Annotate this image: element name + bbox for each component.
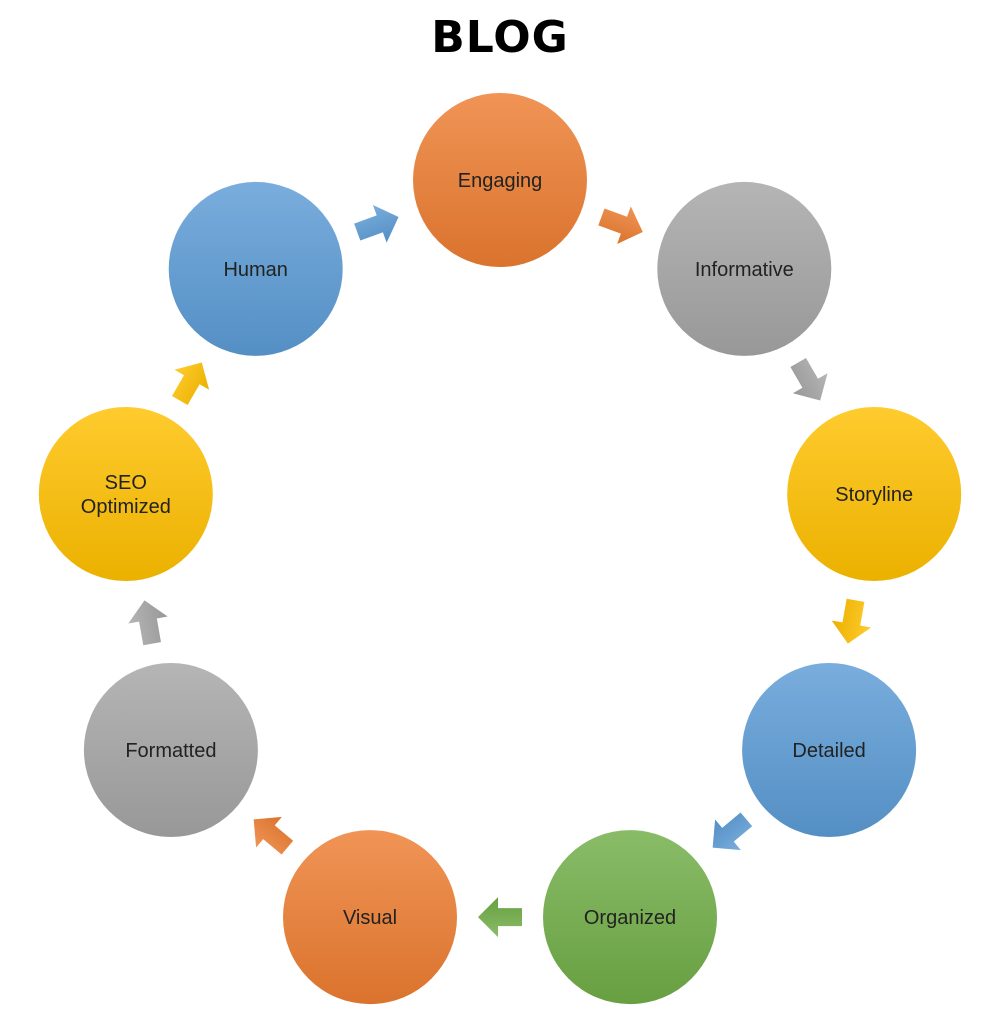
node-label: Visual (343, 907, 397, 929)
node-circle (787, 407, 962, 581)
node-circle (83, 663, 258, 837)
node-detailed: Detailed (742, 663, 917, 837)
arrow-informative-to-storyline (790, 357, 828, 401)
arrow-organized-to-visual (478, 897, 522, 938)
node-label: Human (223, 259, 287, 281)
node-human: Human (168, 181, 343, 356)
node-formatted: Formatted (83, 663, 258, 837)
arrow-visual-to-formatted (253, 816, 294, 855)
node-organized: Organized (543, 830, 717, 1005)
arrow-engaging-to-informative (598, 206, 643, 244)
diagram-title: BLOG (431, 12, 569, 63)
arrow-formatted-to-seo-optimized (128, 600, 168, 646)
node-label: Formatted (125, 740, 216, 762)
node-circle (413, 93, 587, 267)
arrow-detailed-to-organized (712, 812, 753, 851)
node-engaging: Engaging (413, 93, 587, 267)
node-informative: Informative (657, 181, 832, 356)
node-storyline: Storyline (787, 407, 962, 581)
arrow-seo-optimized-to-human (172, 362, 210, 406)
arrow-human-to-engaging (354, 205, 399, 243)
node-circle (168, 181, 343, 356)
arrow-storyline-to-detailed (831, 598, 872, 644)
node-label: Informative (695, 259, 794, 281)
node-circle (38, 407, 213, 581)
node-label: Organized (584, 907, 676, 929)
node-circle (283, 830, 457, 1005)
node-label: Engaging (458, 170, 543, 192)
node-label: Detailed (792, 740, 865, 762)
node-circle (543, 830, 717, 1005)
node-circle (657, 181, 832, 356)
node-circle (742, 663, 917, 837)
node-label: Storyline (835, 484, 913, 506)
node-visual: Visual (283, 830, 457, 1005)
